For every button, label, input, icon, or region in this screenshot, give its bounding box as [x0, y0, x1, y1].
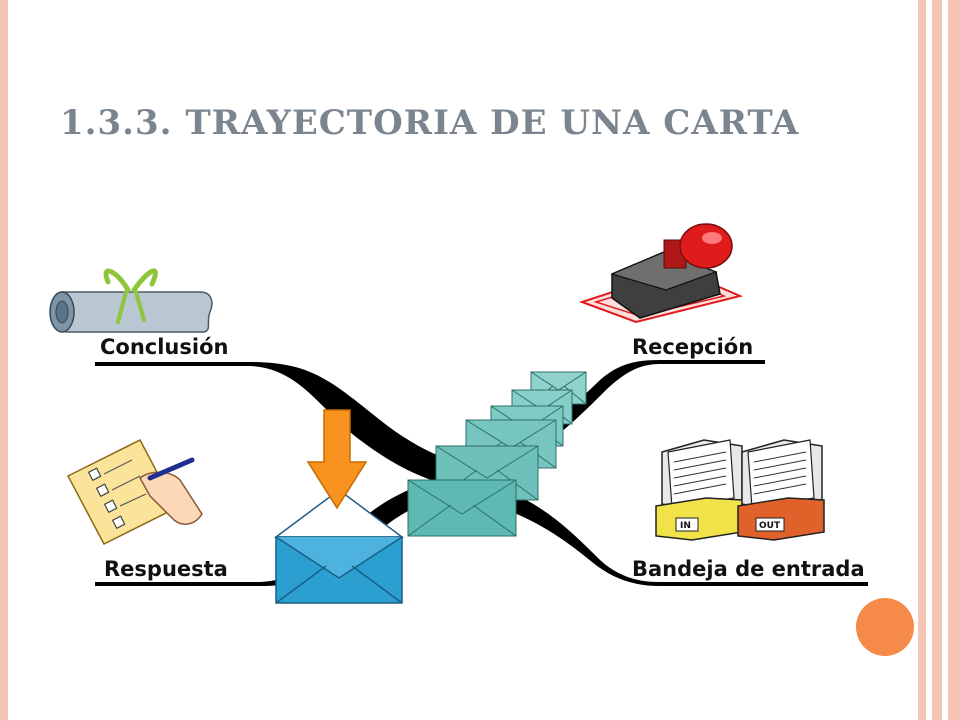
stamp-icon — [578, 223, 744, 324]
in-out-trays-icon: IN OUT — [655, 439, 825, 541]
underline-conclusion — [95, 362, 250, 365]
left-border — [0, 0, 8, 720]
label-bandeja: Bandeja de entrada — [632, 557, 865, 581]
slide-title: 1.3.3. TRAYECTORIA DE UNA CARTA — [60, 103, 800, 143]
down-arrow-icon — [306, 409, 368, 510]
underline-recepcion — [660, 360, 765, 363]
right-border-band-2 — [932, 0, 942, 720]
out-tray: OUT — [737, 439, 825, 541]
tray-label-in: IN — [680, 521, 691, 531]
decorative-orange-dot — [856, 598, 914, 656]
label-recepcion: Recepción — [632, 335, 753, 359]
label-respuesta: Respuesta — [104, 557, 228, 581]
scroll-icon — [49, 268, 213, 333]
in-tray: IN — [655, 439, 743, 541]
checklist-hand-icon — [66, 439, 203, 545]
open-envelope-icon — [273, 489, 405, 604]
tray-label-out: OUT — [759, 521, 781, 531]
label-conclusion: Conclusión — [100, 335, 228, 359]
underline-bandeja — [660, 582, 868, 585]
envelope-stack-icon — [407, 371, 587, 537]
underline-respuesta — [95, 582, 260, 585]
right-border-band-1 — [918, 0, 926, 720]
right-border-band-3 — [948, 0, 960, 720]
